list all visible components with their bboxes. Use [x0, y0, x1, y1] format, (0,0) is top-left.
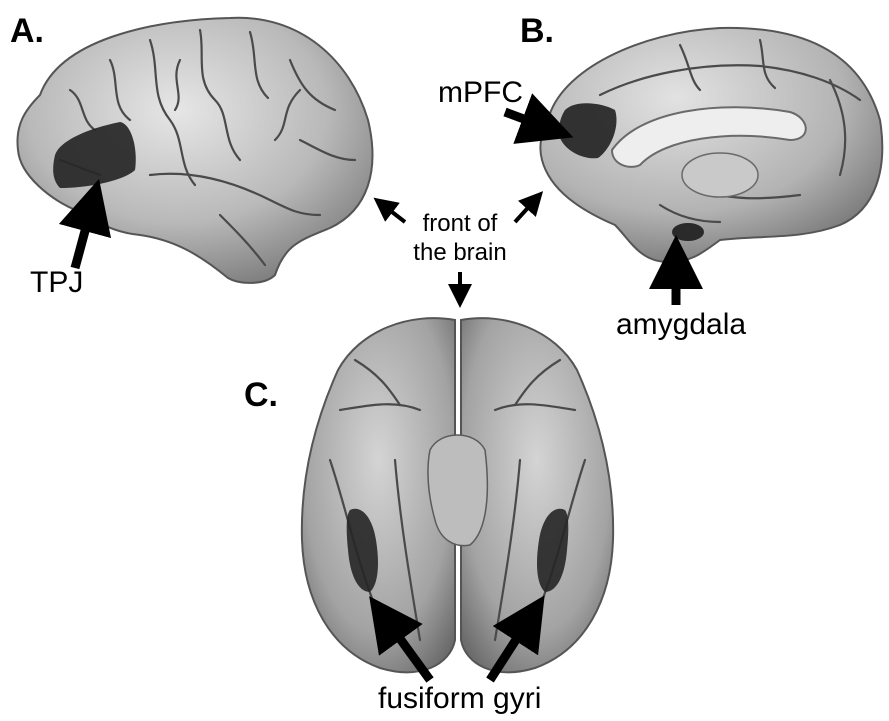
tpj-label: TPJ [30, 268, 83, 298]
amygdala-region [672, 223, 704, 241]
front-arrow-to-b [515, 200, 535, 222]
amygdala-label: amygdala [616, 310, 746, 340]
front-of-brain-line2: the brain [405, 239, 515, 268]
front-of-brain-note: front of the brain [405, 210, 515, 268]
panel-b-label: B. [520, 14, 554, 48]
panel-c-label: C. [244, 378, 278, 412]
front-of-brain-line1: front of [405, 210, 515, 239]
mpfc-label: mPFC [438, 78, 523, 108]
panel-b-medial-brain [505, 28, 882, 305]
front-arrow-to-a [383, 205, 405, 222]
panel-a-lateral-brain [17, 18, 372, 283]
fusiform-gyri-label: fusiform gyri [378, 684, 541, 714]
thalamus [682, 153, 758, 197]
panel-c-ventral-brain [302, 318, 613, 680]
mpfc-arrow [505, 112, 548, 128]
panel-a-label: A. [10, 14, 44, 48]
